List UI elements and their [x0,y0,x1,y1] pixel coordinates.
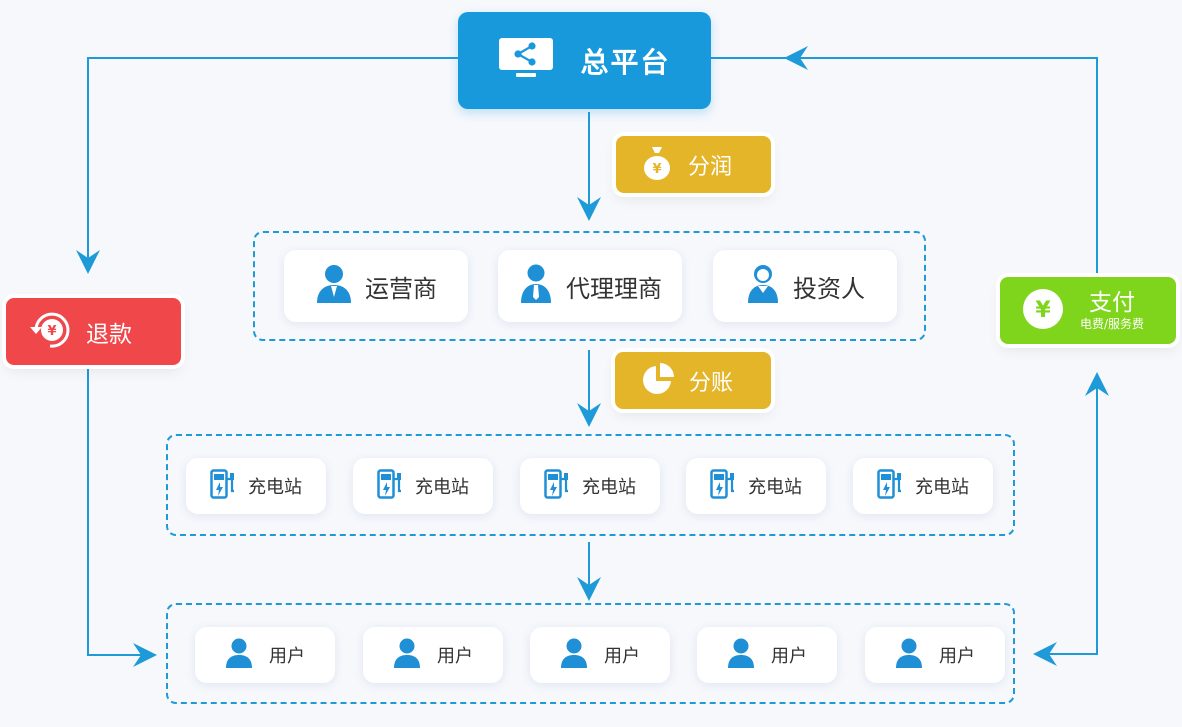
station-label: 充电站 [748,477,802,498]
partner-label: 代理理商 [566,274,662,303]
arrowhead-down-partners [577,197,601,221]
payment-label: 支付 [1089,289,1136,316]
profit-share-pill: ¥ 分润 [616,136,771,193]
arrowhead-up-payment [1085,372,1109,396]
station-label: 充电站 [915,477,969,498]
station-card[interactable]: 充电站 [353,458,493,514]
operator-person-icon [315,263,353,309]
platform-node: 总平台 [458,12,711,109]
charging-station-icon [544,468,570,504]
user-icon [727,638,755,673]
share-monitor-icon [498,37,554,85]
arrowhead-down-stations [577,403,601,427]
user-label: 用户 [771,646,807,667]
users-group [166,603,1015,704]
arrowhead-right-users [133,643,157,667]
payment-node: ¥ 支付 电费/服务费 [1000,277,1176,344]
user-card[interactable]: 用户 [195,627,335,683]
charging-station-icon [377,468,403,504]
partner-card-investor[interactable]: 投资人 [713,250,897,322]
money-bag-icon: ¥ [642,145,672,185]
partner-card-agent[interactable]: 代理理商 [498,250,682,322]
settlement-label: 分账 [689,370,734,396]
user-label: 用户 [269,646,305,667]
station-card[interactable]: 充电站 [853,458,993,514]
arrowhead-left-platform [784,46,808,70]
user-label: 用户 [437,646,473,667]
user-label: 用户 [604,646,640,667]
refund-node: ¥ 退款 [6,298,181,365]
station-label: 充电站 [415,477,469,498]
user-icon [225,638,253,673]
user-card[interactable]: 用户 [697,627,837,683]
station-label: 充电站 [248,477,302,498]
settlement-pill: 分账 [615,352,771,409]
refund-label: 退款 [86,321,132,348]
pie-chart-icon [641,362,675,400]
station-card[interactable]: 充电站 [520,458,660,514]
arrowhead-down-refund [76,250,100,274]
user-label: 用户 [939,646,975,667]
svg-text:¥: ¥ [47,324,56,339]
charging-station-icon [710,468,736,504]
refund-line-lower [87,366,145,656]
yuan-circle-icon: ¥ [1022,288,1064,334]
refund-yuan-icon: ¥ [28,310,72,354]
partner-label: 运营商 [365,274,437,303]
investor-person-icon [745,263,781,309]
payment-line-lower [1045,385,1098,655]
agent-person-icon [518,263,554,309]
partner-label: 投资人 [793,274,865,303]
stations-group [166,434,1015,536]
station-label: 充电站 [582,477,636,498]
svg-text:¥: ¥ [652,162,661,177]
refund-line-upper [87,57,458,262]
payment-sublabel: 电费/服务费 [1080,316,1145,331]
charging-station-icon [210,468,236,504]
user-icon [393,638,421,673]
user-icon [895,638,923,673]
station-card[interactable]: 充电站 [686,458,826,514]
svg-text:¥: ¥ [1035,298,1051,323]
user-card[interactable]: 用户 [530,627,670,683]
charging-station-icon [877,468,903,504]
arrowhead-down-users [577,577,601,601]
profit-share-label: 分润 [688,154,733,180]
user-card[interactable]: 用户 [865,627,1005,683]
platform-label: 总平台 [580,45,671,79]
payment-text: 支付 电费/服务费 [1080,290,1144,332]
partner-card-operator[interactable]: 运营商 [284,250,468,322]
arrowhead-left-users-out [1033,642,1057,666]
station-card[interactable]: 充电站 [186,458,326,514]
user-icon [560,638,588,673]
partners-group [253,231,926,341]
user-card[interactable]: 用户 [363,627,503,683]
payment-line-upper [800,57,1098,277]
